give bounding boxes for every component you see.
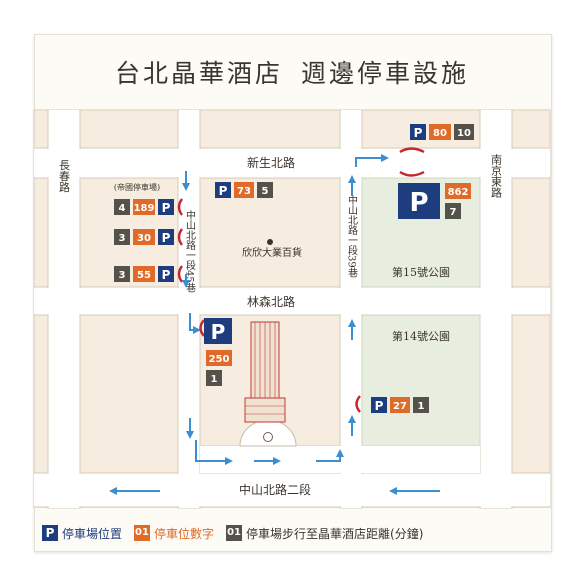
legend-p-text: 停車場位置: [62, 526, 123, 541]
walk-minutes: 1: [211, 374, 218, 385]
parking-park14[interactable]: P 27 1: [371, 397, 429, 413]
legend-spaces-text: 停車位數字: [154, 526, 215, 541]
parking-diguo-3[interactable]: 3 55 P: [114, 266, 174, 282]
walk-minutes: 7: [450, 207, 457, 218]
p-icon: P: [375, 399, 384, 413]
arrow-drive-1: [195, 440, 233, 465]
parking-mid-block[interactable]: P 73 5: [215, 182, 273, 198]
hotel-entrance-marker: [263, 432, 273, 442]
entry-diguo2: [177, 228, 183, 246]
spaces-count: 27: [393, 401, 407, 412]
p-icon: P: [162, 231, 171, 245]
p-icon: P: [211, 320, 226, 344]
label-park14: 第14號公園: [392, 329, 450, 343]
entry-brackets: [177, 147, 425, 413]
p-icon: P: [219, 184, 228, 198]
entry-diguo3: [177, 265, 183, 283]
label-zhongshan: 中山北路二段: [239, 482, 311, 497]
label-linsen: 林森北路: [247, 294, 295, 309]
legend-spaces: 01 停車位數字: [134, 525, 214, 542]
hotel-building-icon: [244, 321, 286, 423]
spaces-count: 55: [137, 270, 151, 281]
arrow-drive-3: [316, 449, 344, 462]
label-changchun: 長春路: [58, 159, 71, 193]
label-xinsheng: 新生北路: [247, 155, 295, 170]
spaces-count: 73: [237, 186, 251, 197]
entry-hotel: [199, 319, 205, 337]
arrow-alley45-hotel: [189, 313, 201, 334]
legend-parking-location: P 停車場位置: [42, 525, 122, 542]
legend-spaces-swatch: 01: [134, 525, 151, 541]
label-diguo: (帝國停車場): [114, 182, 160, 192]
block-park14: [361, 314, 481, 447]
block-southwest: [79, 314, 179, 474]
parking-diguo-2[interactable]: 3 30 P: [114, 229, 174, 245]
parking-diguo-1[interactable]: 4 189 P: [114, 199, 174, 215]
map-title: 台北晶華酒店週邊停車設施: [34, 54, 550, 90]
p-icon: P: [409, 188, 428, 218]
legend: P 停車場位置 01 停車位數字 01 停車場步行至晶華酒店距離(分鐘): [42, 524, 435, 542]
walk-minutes: 4: [119, 203, 126, 214]
label-dept-store: 欣欣大業百貨: [242, 246, 302, 259]
dept-store-marker: [267, 239, 273, 245]
entry-top-right-b: [399, 170, 425, 177]
walk-minutes: 3: [119, 270, 126, 281]
walk-minutes: 1: [418, 401, 425, 412]
legend-minutes-text: 停車場步行至晶華酒店距離(分鐘): [246, 526, 424, 541]
spaces-count: 862: [448, 187, 469, 198]
p-icon: P: [162, 268, 171, 282]
parking-top-right[interactable]: P 80 10: [410, 124, 474, 140]
title-hotel: 台北晶華酒店: [114, 59, 283, 88]
legend-minutes-swatch: 01: [226, 525, 243, 541]
parking-hotel[interactable]: P 250 1: [204, 318, 232, 386]
entry-diguo1: [177, 198, 183, 216]
entry-park14: [355, 395, 361, 413]
traffic-arrows: [109, 154, 440, 495]
label-alley39: 中山北路一段39巷: [346, 194, 358, 278]
label-nanjing: 南京東路: [490, 154, 503, 199]
parking-park15[interactable]: P 862 7: [398, 183, 471, 219]
title-subject: 週邊停車設施: [301, 59, 470, 88]
label-alley45: 中山北路一段45巷: [184, 209, 196, 293]
walk-minutes: 3: [119, 233, 126, 244]
p-icon: P: [414, 126, 423, 140]
spaces-count: 189: [134, 203, 155, 214]
spaces-count: 250: [209, 354, 230, 365]
legend-p-swatch: P: [42, 525, 58, 541]
spaces-count: 30: [137, 233, 151, 244]
entry-top-right-a: [399, 147, 425, 154]
walk-minutes: 5: [262, 186, 269, 197]
walk-minutes: 10: [457, 128, 471, 139]
p-icon: P: [162, 201, 171, 215]
label-park15: 第15號公園: [392, 265, 450, 279]
spaces-count: 80: [433, 128, 447, 139]
arrow-alley39-turn: [355, 154, 389, 167]
legend-minutes: 01 停車場步行至晶華酒店距離(分鐘): [226, 525, 423, 542]
